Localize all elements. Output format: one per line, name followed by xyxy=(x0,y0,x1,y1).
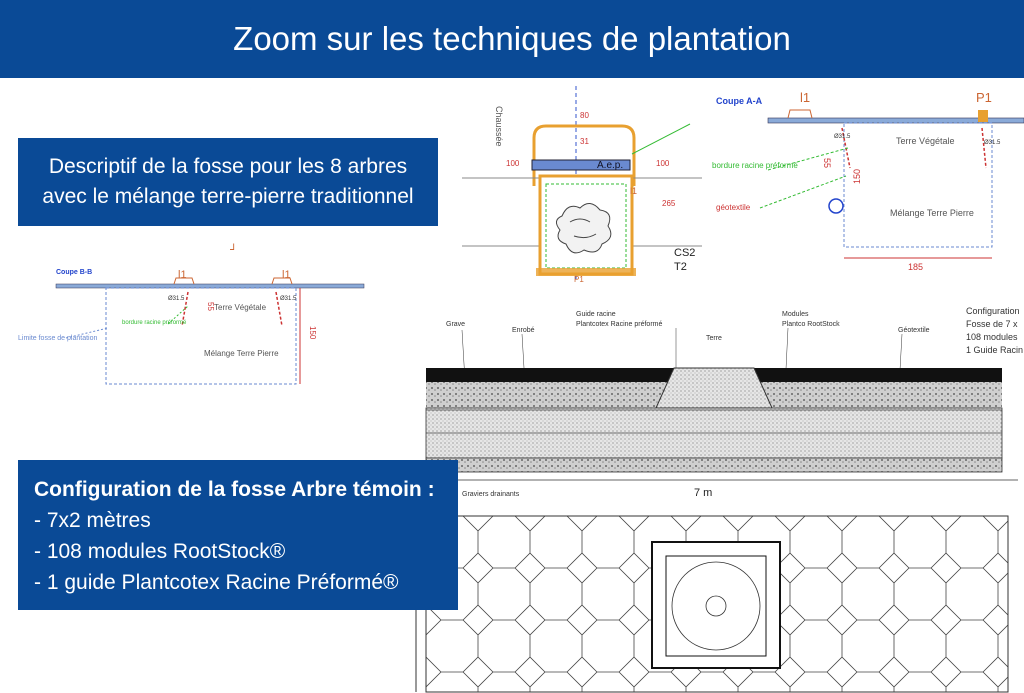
fosse-description-line2: avec le mélange terre-pierre traditionne… xyxy=(42,185,414,208)
plan-p1-label: P1 xyxy=(574,275,584,282)
section-bb-mark: ⅃ xyxy=(230,242,235,252)
cross-guide2: Plantcotex Racine préformé xyxy=(576,321,662,328)
plan-view-drawing: Chaussée A.e.p. 100 100 80 31 265 l1 CS2… xyxy=(462,86,702,282)
cross-config4: 1 Guide Racin xyxy=(966,345,1023,355)
section-aa-d150: 150 xyxy=(852,169,862,184)
title-banner: Zoom sur les techniques de plantation xyxy=(0,0,1024,78)
section-aa-bordure: bordure racine préformé xyxy=(712,161,798,170)
section-aa-gaine2: Ø31.5 xyxy=(984,140,1001,146)
section-aa-melange: Mélange Terre Pierre xyxy=(890,208,974,218)
section-bb-l1b: l1 xyxy=(282,269,291,281)
section-aa-gaine: Ø31.5 xyxy=(834,134,851,140)
cross-modules2: Plantco RootStock xyxy=(782,321,840,328)
plan-dim-5: 265 xyxy=(662,199,676,208)
cross-modules: Modules xyxy=(782,311,809,318)
cross-grave: Grave xyxy=(446,321,465,328)
cross-width-label: 7 m xyxy=(694,487,712,499)
section-bb-limite: Limite fosse de plantation xyxy=(18,335,97,342)
plan-dim-4: 31 xyxy=(580,137,589,146)
cross-graviers: Graviers drainants xyxy=(462,491,520,498)
cross-geotextile: Géotextile xyxy=(898,327,930,334)
cross-enrobe: Enrobé xyxy=(512,327,535,334)
fosse-description-line1: Descriptif de la fosse pour les 8 arbres xyxy=(48,155,408,178)
section-bb-melange: Mélange Terre Pierre xyxy=(204,349,279,358)
plan-chaussee-label: Chaussée xyxy=(494,106,504,147)
configuration-box: Configuration de la fosse Arbre témoin :… xyxy=(18,460,458,610)
section-aa-terre-vegetale: Terre Végétale xyxy=(896,136,955,146)
section-aa-title: Coupe A-A xyxy=(716,96,763,106)
configuration-item: - 1 guide Plantcotex Racine Préformé® xyxy=(34,571,399,594)
section-bb-gaine2: Ø31.5 xyxy=(280,296,297,302)
plan-aep-label: A.e.p. xyxy=(597,160,623,171)
section-bb-d150: 150 xyxy=(308,326,317,340)
plan-l1-label: l1 xyxy=(630,186,637,196)
configuration-title: Configuration de la fosse Arbre témoin : xyxy=(34,478,435,501)
plan-dim-3: 80 xyxy=(580,111,589,120)
section-aa-l1: l1 xyxy=(800,90,810,105)
section-bb-title: Coupe B-B xyxy=(56,269,92,276)
module-grid-plan xyxy=(415,515,1009,693)
section-bb-d55: 55 xyxy=(206,302,215,311)
cross-terre: Terre xyxy=(706,335,722,342)
cross-config3: 108 modules xyxy=(966,332,1018,342)
fosse-description-box: Descriptif de la fosse pour les 8 arbres… xyxy=(18,138,438,226)
section-bb-l1a: l1 xyxy=(178,269,187,281)
plan-t2-label: T2 xyxy=(674,261,687,273)
cross-config2: Fosse de 7 x xyxy=(966,319,1018,329)
section-aa-geotextile: géotextile xyxy=(716,203,751,212)
section-bb-drawing: ⅃ Coupe B-B l1 l1 Ø31.5 Ø31.5 Terre Végé… xyxy=(18,242,365,385)
cross-config1: Configuration xyxy=(966,306,1020,316)
section-aa-melange-text: Mélange Terre Pierre xyxy=(890,208,974,218)
plan-cs2-label: CS2 xyxy=(674,247,695,259)
section-aa-terre-text: Terre Végétale xyxy=(896,136,955,146)
section-bb-gaine: Ø31.5 xyxy=(168,296,185,302)
cross-section-drawing: Grave Enrobé Guide racine Plantcotex Rac… xyxy=(425,306,1023,499)
page-title: Zoom sur les techniques de plantation xyxy=(233,20,791,57)
plan-dim-1: 100 xyxy=(506,159,520,168)
section-aa-drawing: Coupe A-A l1 P1 Terre Végétale Mélange T… xyxy=(712,90,1024,272)
cross-guide: Guide racine xyxy=(576,311,616,318)
configuration-item: - 108 modules RootStock® xyxy=(34,540,286,563)
plan-dim-2: 100 xyxy=(656,159,670,168)
configuration-item: - 7x2 mètres xyxy=(34,509,151,532)
section-aa-d185: 185 xyxy=(908,262,923,272)
section-aa-p1: P1 xyxy=(976,90,992,105)
section-aa-d55: 55 xyxy=(822,158,832,168)
section-bb-bordure: bordure racine préformé xyxy=(122,320,187,326)
section-bb-terre: Terre Végétale xyxy=(214,303,267,312)
